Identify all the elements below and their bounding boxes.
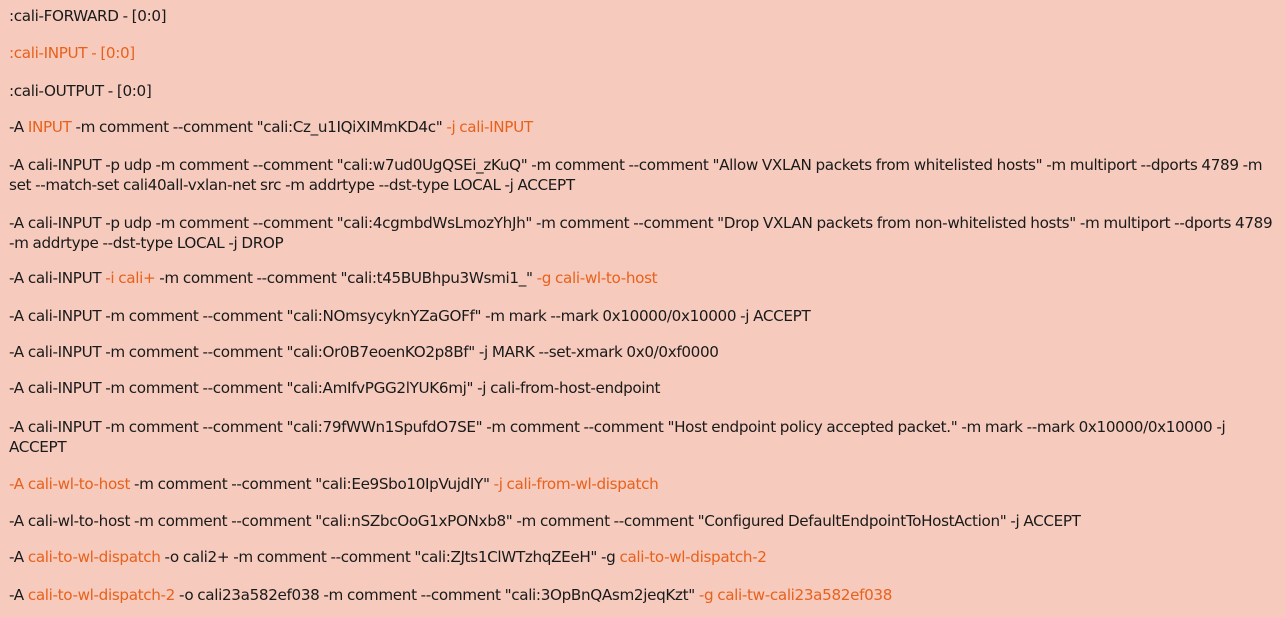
rule-text: -A (9, 586, 28, 604)
rule-text: -m comment --comment "cali:t45BUBhpu3Wsm… (155, 269, 537, 287)
rule-line: -A INPUT -m comment --comment "cali:Cz_u… (9, 117, 1276, 137)
rule-line: -A cali-INPUT -m comment --comment "cali… (9, 342, 1276, 362)
rule-text: :cali-OUTPUT - [0:0] (9, 82, 152, 100)
rule-text: -o cali23a582ef038 -m comment --comment … (174, 586, 699, 604)
rule-line: :cali-INPUT - [0:0] (9, 43, 1276, 63)
rule-line: :cali-FORWARD - [0:0] (9, 6, 1276, 26)
rule-text: :cali-FORWARD - [0:0] (9, 7, 167, 25)
highlighted-token: -A cali-wl-to-host (9, 475, 131, 493)
rule-line: -A cali-wl-to-host -m comment --comment … (9, 511, 1276, 531)
rule-line: -A cali-to-wl-dispatch -o cali2+ -m comm… (9, 547, 1276, 567)
rule-text: -m comment --comment "cali:Cz_u1IQiXIMmK… (71, 118, 447, 136)
rule-line: -A cali-INPUT -p udp -m comment --commen… (9, 155, 1276, 195)
rule-text: -m comment --comment "cali:Ee9Sbo10IpVuj… (130, 475, 494, 493)
rule-text: -A (9, 548, 28, 566)
highlighted-token: -g cali-tw-cali23a582ef038 (698, 586, 893, 604)
rule-line: -A cali-INPUT -m comment --comment "cali… (9, 417, 1276, 457)
rule-text: -A cali-INPUT -p udp -m comment --commen… (9, 156, 1263, 194)
rule-line: -A cali-wl-to-host -m comment --comment … (9, 474, 1276, 494)
rule-text: -o cali2+ -m comment --comment "cali:ZJt… (160, 548, 620, 566)
rule-line: -A cali-INPUT -p udp -m comment --commen… (9, 213, 1276, 253)
highlighted-token: cali-to-wl-dispatch (27, 548, 161, 566)
rule-line: -A cali-INPUT -i cali+ -m comment --comm… (9, 268, 1276, 288)
highlighted-token: cali-to-wl-dispatch-2 (619, 548, 767, 566)
highlighted-token: -g cali-wl-to-host (536, 269, 658, 287)
rule-line: -A cali-to-wl-dispatch-2 -o cali23a582ef… (9, 585, 1276, 605)
highlighted-token: -j cali-INPUT (446, 118, 533, 136)
highlighted-token: INPUT (27, 118, 72, 136)
rule-line: -A cali-INPUT -m comment --comment "cali… (9, 306, 1276, 326)
highlighted-token: :cali-INPUT - [0:0] (9, 44, 135, 62)
rule-text: -A cali-INPUT -m comment --comment "cali… (9, 343, 719, 361)
rule-line: -A cali-INPUT -m comment --comment "cali… (9, 378, 1276, 398)
rule-line: :cali-OUTPUT - [0:0] (9, 81, 1276, 101)
highlighted-token: -i cali+ (105, 269, 156, 287)
rule-text: -A cali-INPUT -m comment --comment "cali… (9, 379, 661, 397)
highlighted-token: cali-to-wl-dispatch-2 (27, 586, 176, 604)
rule-text: -A cali-INPUT -m comment --comment "cali… (9, 307, 811, 325)
rule-text: -A cali-INPUT -m comment --comment "cali… (9, 418, 1226, 456)
rule-text: -A cali-INPUT (9, 269, 106, 287)
rule-text: -A (9, 118, 28, 136)
rule-text: -A cali-INPUT -p udp -m comment --commen… (9, 214, 1273, 252)
rule-text: -A cali-wl-to-host -m comment --comment … (9, 512, 1081, 530)
highlighted-token: -j cali-from-wl-dispatch (493, 475, 659, 493)
